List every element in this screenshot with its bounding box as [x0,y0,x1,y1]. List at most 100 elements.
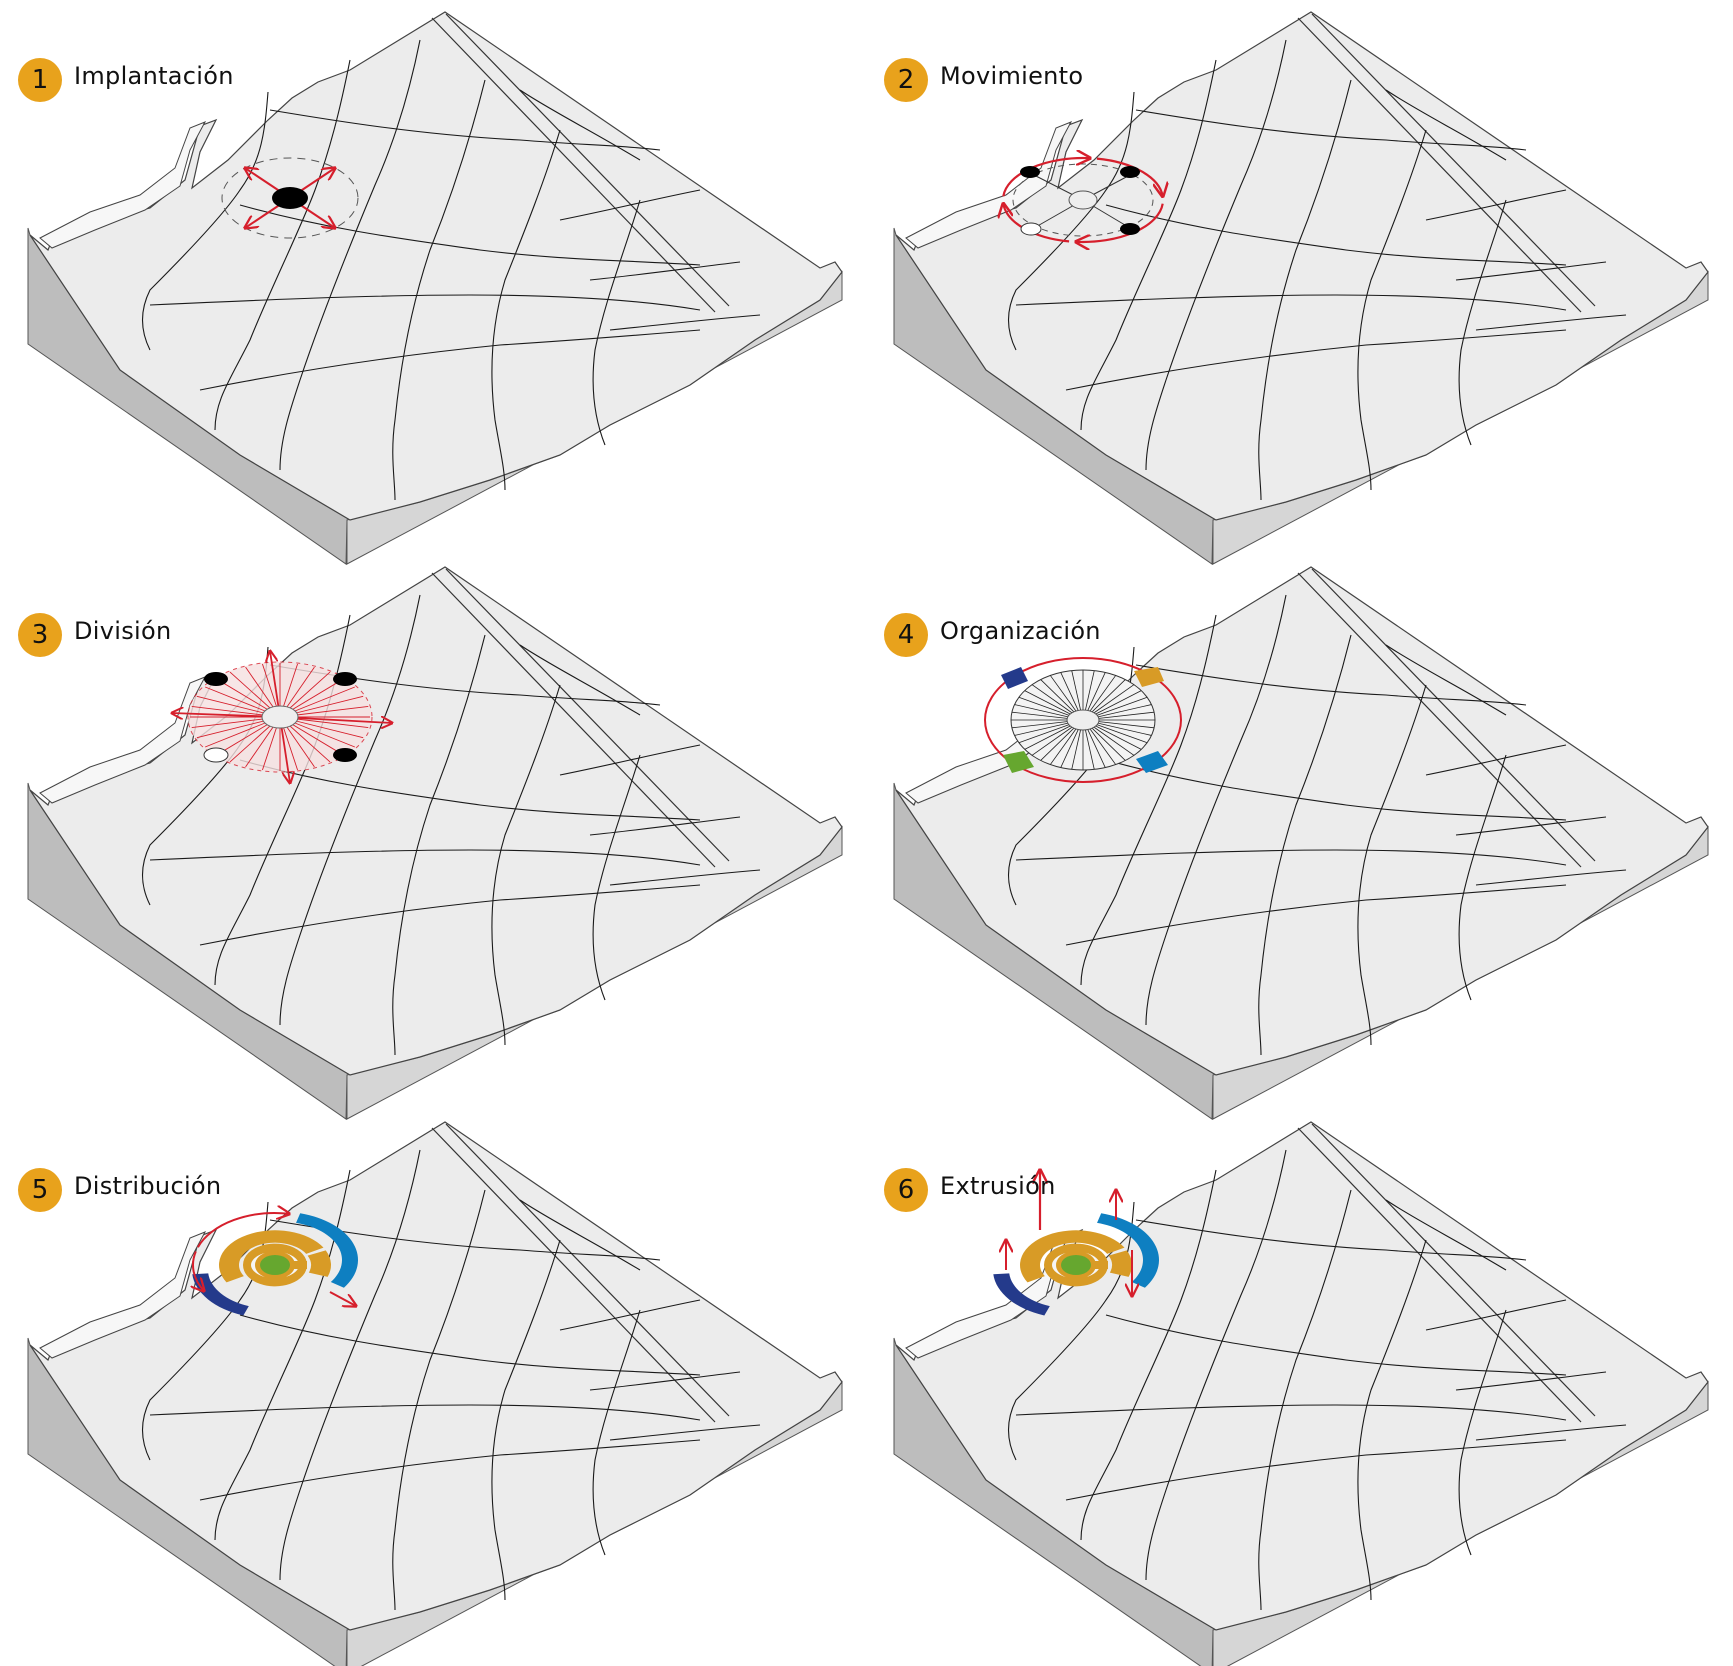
contour-line [214,59,351,431]
zone-marker-green [1003,751,1034,773]
organization-spoke [1014,722,1070,736]
organization-spoke [1092,684,1135,714]
contour-line [519,1199,641,1271]
red-arrow [329,1291,356,1306]
step-title: Movimiento [940,62,1084,90]
core-green [1061,1255,1091,1275]
contour-line [149,849,701,866]
organization-spoke [1089,727,1117,765]
contour-line [1080,1169,1217,1541]
contour-line [491,129,561,491]
organization-spoke [1024,724,1072,750]
red-arrow [279,716,392,723]
ring-orange-outer [1108,1250,1132,1277]
organization-spoke [1094,690,1142,716]
step-title: División [74,617,172,645]
contour-line [559,744,701,776]
distribution-arc [197,1213,289,1248]
road-edge [1311,1123,1596,1417]
terrain-model [27,11,843,565]
step-number-badge: 2 [884,58,928,102]
center-point [1066,709,1100,731]
organization-spoke [1031,684,1074,714]
organization-spoke [1086,728,1106,768]
contour-line [1357,129,1427,491]
contour-line [1455,261,1607,281]
contour-line [1258,79,1352,501]
contour-line [1425,744,1567,776]
road-edge [445,568,730,862]
contour-line [609,1424,761,1441]
implantation-graphic [221,157,359,239]
contour-line [1105,1314,1567,1376]
contour-line [1475,314,1627,331]
organization-spoke [1096,722,1152,736]
contour-line [199,1439,701,1501]
organization-spoke [1089,675,1117,713]
step-panel-2: 2 Movimiento [866,0,1732,565]
organization-spoke [1040,726,1076,761]
contour-line [149,1404,701,1421]
contour-line [1258,1189,1352,1611]
band-dark-blue [993,1273,1050,1316]
node-dark [1020,166,1040,178]
road-edge [445,1123,730,1417]
ring-orange-outer [1020,1230,1125,1283]
organization-spoke [1024,690,1072,716]
contour-line [1145,594,1287,1026]
contour-line [1385,89,1507,161]
organization-spoke [1095,723,1148,744]
step-number-badge: 1 [18,58,62,102]
contour-line [491,1239,561,1601]
organization-spoke [1040,679,1076,714]
organization-spoke [1018,723,1071,744]
contour-line [589,1371,741,1391]
organization-spoke [1084,728,1095,770]
step-panel-5: 5 Distribución [0,1110,866,1666]
distribution-arc [193,1251,204,1292]
terrain-model [27,566,843,1120]
contour-line [1385,644,1507,716]
contour-line [1258,634,1352,1056]
contour-line [1425,1299,1567,1331]
contour-line [239,204,701,266]
contour-line [1008,91,1135,351]
rotation-arc [1096,157,1163,197]
organization-spoke [1049,675,1077,713]
node-light [1020,222,1042,236]
node-light [203,747,229,763]
contour-line [1458,199,1507,446]
organization-spoke [1094,724,1142,750]
organization-spoke [1092,726,1135,756]
contour-line [609,314,761,331]
road-edge [1311,568,1596,862]
organization-spoke [1095,696,1148,717]
step-panel-4: 4 Organización [866,555,1732,1120]
contour-line [1015,294,1567,311]
contour-line [1015,849,1567,866]
organization-spoke [1011,721,1070,729]
contour-line [519,89,641,161]
contour-line [1105,204,1567,266]
contour-line [1455,816,1607,836]
contour-line [392,634,486,1056]
contour-line [1475,1424,1627,1441]
organization-spoke [1018,696,1071,717]
organization-spoke [1060,728,1080,768]
distribution-graphic [192,1213,358,1316]
contour-line [491,684,561,1046]
terrain-model [893,1121,1709,1666]
road-edge [445,13,730,307]
zone-marker-dark-blue [1001,667,1028,689]
organization-spoke [1014,704,1070,718]
contour-line [592,754,641,1001]
contour-line [142,91,269,351]
contour-line [149,294,701,311]
node-dark [204,672,228,686]
organization-spoke [1084,670,1095,712]
zone-marker-light-blue [1136,751,1168,773]
contour-line [589,816,741,836]
organization-ring [984,657,1182,783]
terrain-ledge [39,676,207,804]
